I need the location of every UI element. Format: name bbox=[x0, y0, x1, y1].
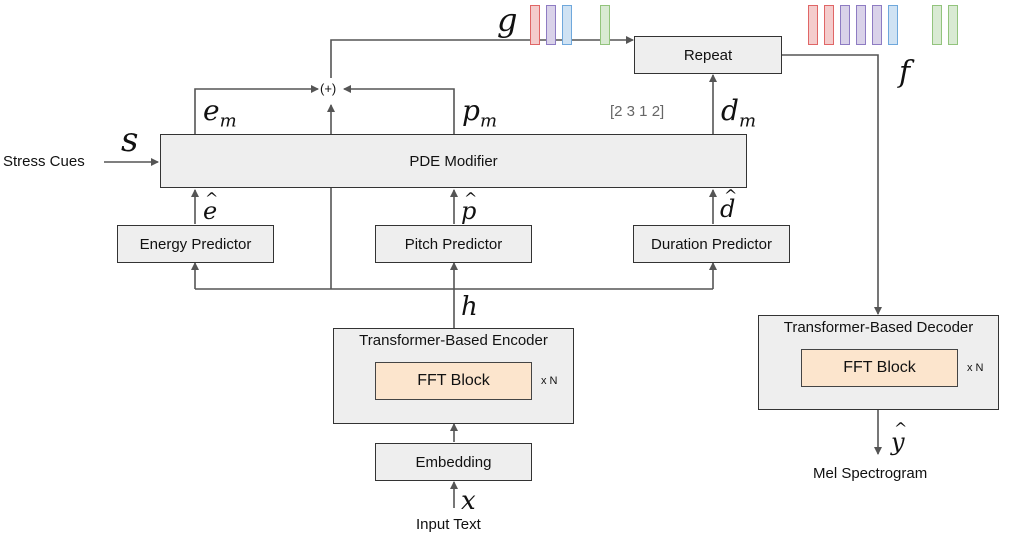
f-frame bbox=[840, 5, 850, 45]
symbol-p-hat-accent: ^ bbox=[464, 189, 478, 208]
symbol-x: x bbox=[461, 486, 476, 516]
decoder-repeat-count: x N bbox=[967, 362, 984, 374]
symbol-e-m: em bbox=[203, 94, 237, 132]
pde-modifier-block: PDE Modifier bbox=[160, 134, 747, 188]
g-frame bbox=[600, 5, 610, 45]
f-frame bbox=[932, 5, 942, 45]
stress-cues-label: Stress Cues bbox=[3, 153, 85, 170]
symbol-d-hat-accent: ^ bbox=[724, 186, 738, 205]
input-text-label: Input Text bbox=[416, 516, 481, 533]
arrow-sum-to-repeat bbox=[330, 36, 634, 78]
symbol-d-hat: d bbox=[720, 195, 736, 223]
f-frame bbox=[808, 5, 818, 45]
symbol-p-hat: p bbox=[461, 197, 477, 225]
repeat-block: Repeat bbox=[634, 36, 782, 74]
f-frame bbox=[824, 5, 834, 45]
f-frame bbox=[888, 5, 898, 45]
energy-predictor-block: Energy Predictor bbox=[117, 225, 274, 263]
pitch-predictor-block: Pitch Predictor bbox=[375, 225, 532, 263]
symbol-p-m: pm bbox=[462, 94, 498, 132]
f-frame-sequence bbox=[808, 5, 968, 45]
arrow-em-to-sum bbox=[194, 85, 319, 134]
f-frame bbox=[872, 5, 882, 45]
sum-node: (+) bbox=[320, 81, 337, 96]
symbol-e-hat: e bbox=[203, 197, 218, 225]
symbol-s: s bbox=[121, 120, 139, 160]
symbol-d-m: dm bbox=[721, 94, 757, 132]
g-frame bbox=[562, 5, 572, 45]
encoder-fft-block: FFT Block bbox=[375, 362, 532, 400]
encoder-repeat-count: x N bbox=[541, 375, 558, 387]
durations-label: [2 3 1 2] bbox=[610, 103, 665, 120]
symbol-h: h bbox=[461, 292, 478, 322]
embedding-block: Embedding bbox=[375, 443, 532, 481]
arrow-repeat-to-decoder bbox=[782, 54, 882, 315]
symbol-e-hat-accent: ^ bbox=[205, 189, 219, 208]
g-frame bbox=[546, 5, 556, 45]
encoder-title: Transformer-Based Encoder bbox=[359, 332, 548, 349]
f-frame bbox=[856, 5, 866, 45]
mel-spectrogram-label: Mel Spectrogram bbox=[813, 465, 928, 482]
decoder-title: Transformer-Based Decoder bbox=[783, 319, 974, 336]
g-frame bbox=[530, 5, 540, 45]
symbol-g: g bbox=[497, 1, 518, 39]
symbol-y-hat-accent: ^ bbox=[894, 419, 908, 438]
symbol-f: f bbox=[899, 55, 911, 90]
g-frame-sequence bbox=[530, 5, 620, 45]
decoder-fft-block: FFT Block bbox=[801, 349, 958, 387]
arrow-pm-to-sum bbox=[343, 85, 455, 134]
symbol-y-hat: y bbox=[891, 428, 905, 456]
duration-predictor-block: Duration Predictor bbox=[633, 225, 790, 263]
f-frame bbox=[948, 5, 958, 45]
